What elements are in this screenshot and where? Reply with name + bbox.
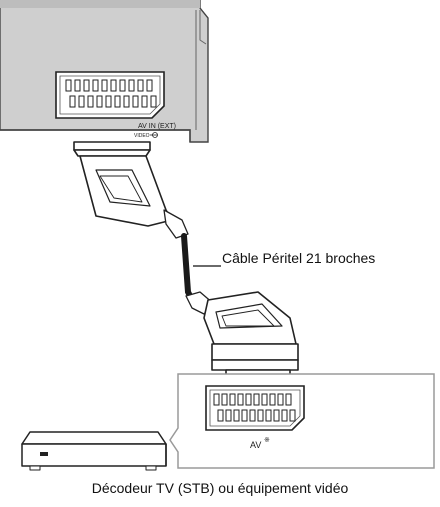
recorder-scart-pins <box>65 79 157 108</box>
video-input-icon <box>150 132 158 138</box>
stb-port-label: AV <box>250 440 261 450</box>
recorder-scart-socket <box>55 71 165 119</box>
stb-scart-socket <box>205 385 305 431</box>
device-caption: Décodeur TV (STB) ou équipement vidéo <box>91 480 349 496</box>
lower-scart-plug <box>185 291 299 381</box>
recorder-port-label: AV IN (EXT) <box>138 123 176 130</box>
scart-cable <box>181 233 195 303</box>
recorder-port-sublabel: VIDEO <box>134 133 150 139</box>
recorder-unit <box>0 0 209 143</box>
stb-port-mark: ※ <box>264 437 270 444</box>
set-top-box <box>21 431 167 471</box>
stb-scart-pins <box>213 393 296 422</box>
cable-label: Câble Péritel 21 broches <box>222 250 376 266</box>
upper-scart-plug <box>73 141 189 239</box>
stb-indicator <box>40 452 48 456</box>
